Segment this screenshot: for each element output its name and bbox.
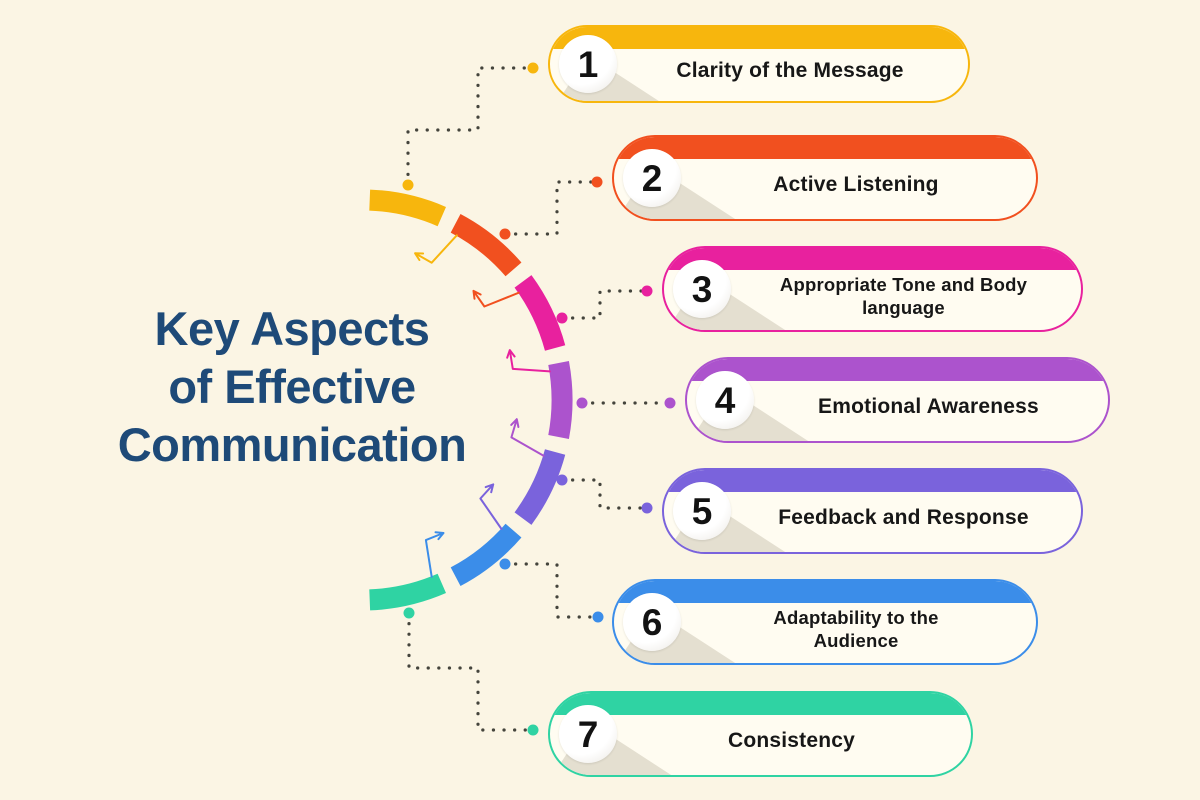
item-number: 1 [577,43,599,85]
number-circle: 1 [559,35,617,93]
connector-end-dot-6 [592,611,604,623]
item-pill-5: 5 Feedback and Response [662,468,1083,554]
connector-end-dot-4 [664,397,676,409]
connector-end-dot-7 [527,724,539,736]
item-number: 3 [691,268,713,310]
hook-arrow-icon-5 [479,483,503,530]
item-label-text: Consistency [727,728,856,752]
number-circle: 3 [673,260,731,318]
hook-arrow-icon-3 [506,349,551,373]
item-number: 6 [641,601,663,643]
number-circle: 2 [623,149,681,207]
item-label-text: Active Listening [773,172,939,196]
item-label-text: Adaptability to the Audience [773,606,939,651]
connector-start-dot-1 [402,179,414,191]
item-number: 7 [577,713,599,755]
arc-segment-5 [514,449,566,525]
item-number: 2 [641,157,663,199]
item-label: Appropriate Tone and Body language [750,264,1057,328]
item-number: 5 [691,490,713,532]
connector-start-dot-4 [576,397,588,409]
dotted-connector-7 [407,611,535,732]
arc-segment-1 [369,189,446,227]
item-label: Feedback and Response [750,486,1057,550]
item-pill-3: 3 Appropriate Tone and Body language [662,246,1083,332]
item-pill-6: 6 Adaptability to the Audience [612,579,1038,665]
connector-start-dot-5 [556,474,568,486]
arc-segment-6 [450,523,522,586]
connector-start-dot-7 [403,607,415,619]
number-circle: 5 [673,482,731,540]
dotted-connector-3 [560,289,649,320]
item-pill-1: 1 Clarity of the Message [548,25,970,103]
arc-segment-2 [450,214,522,277]
item-label-text: Feedback and Response [778,505,1029,529]
dotted-connector-1 [406,66,535,187]
pill-color-band [614,137,1036,159]
hook-arrow-icon-6 [424,531,445,578]
pill-color-band [664,248,1081,270]
item-label: Emotional Awareness [773,375,1084,439]
arc-segment-3 [514,275,566,351]
arc-segment-4 [548,361,573,439]
connector-end-dot-2 [591,176,603,188]
connector-start-dot-6 [499,558,511,570]
connector-start-dot-2 [499,228,511,240]
pill-color-band [550,693,971,715]
pill-color-band [687,359,1108,381]
connector-start-dot-3 [556,312,568,324]
connector-end-dot-3 [641,285,653,297]
number-circle: 6 [623,593,681,651]
connector-end-dot-5 [641,502,653,514]
item-label-text: Appropriate Tone and Body language [779,273,1028,318]
dotted-connector-5 [560,478,649,510]
item-pill-7: 7 Consistency [548,691,973,777]
dotted-connector-2 [503,180,599,236]
arc-segment-7 [369,573,446,611]
page-title: Key Aspects of Effective Communication [88,300,496,473]
title-line-1: Key Aspects [154,302,430,355]
item-pill-4: 4 Emotional Awareness [685,357,1110,443]
pill-color-band [664,470,1081,492]
item-number: 4 [714,379,736,421]
dotted-connector-6 [503,562,600,619]
title-line-3: Communication [117,417,467,471]
hook-arrow-icon-4 [510,418,545,457]
item-pill-2: 2 Active Listening [612,135,1038,221]
title-line-2: of Effective [168,359,416,413]
item-label-text: Clarity of the Message [676,58,904,82]
number-circle: 7 [559,705,617,763]
item-label: Active Listening [700,153,1012,217]
item-label-text: Emotional Awareness [818,394,1039,418]
item-label: Adaptability to the Audience [700,597,1012,661]
item-label: Clarity of the Message [636,43,944,99]
number-circle: 4 [696,371,754,429]
hook-arrow-icon-1 [414,234,458,264]
item-label: Consistency [636,709,947,773]
connector-end-dot-1 [527,62,539,74]
pill-color-band [550,27,968,49]
pill-color-band [614,581,1036,603]
